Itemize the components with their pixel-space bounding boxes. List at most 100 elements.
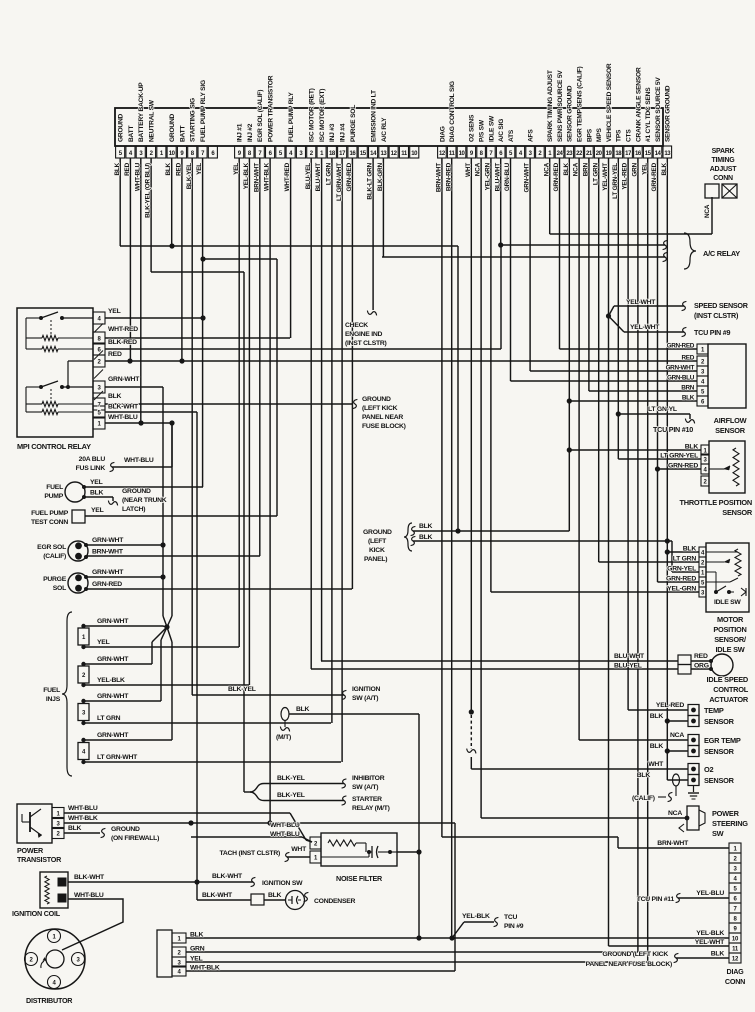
destination-label: PIN #9 bbox=[504, 923, 524, 930]
ecu-pin-signal-label: IDLE SW bbox=[488, 115, 495, 142]
ecu-pin-number: 22 bbox=[576, 151, 583, 157]
wire-color-label: RED bbox=[108, 351, 122, 358]
component-label: IDLE SW bbox=[715, 645, 744, 654]
wire-end-hook bbox=[107, 500, 119, 506]
diag-pin-number: 12 bbox=[732, 957, 739, 963]
nf-pin-number: 1 bbox=[314, 855, 318, 861]
ecu-pin-signal-label: EGR TEMP SENS (CALIF) bbox=[577, 66, 584, 142]
wire-color-label: LT GRN bbox=[326, 162, 333, 185]
junction-dot bbox=[81, 682, 86, 688]
airflow-pin-number: 4 bbox=[701, 379, 705, 385]
wire-end-hook bbox=[410, 525, 416, 537]
diag-pin-number: 6 bbox=[733, 897, 737, 903]
diagram-labels: 5 GROUND BLK 4 BATT RED 3 BATTERY BACK-U… bbox=[11, 62, 754, 1005]
wire-color-label: GRN-BLU bbox=[667, 375, 695, 382]
component-shape bbox=[295, 895, 299, 905]
wire-segment bbox=[451, 921, 465, 939]
destination-label: GROUND bbox=[111, 826, 140, 833]
isc-box bbox=[677, 663, 692, 675]
wire-color-label: LT GRN bbox=[97, 715, 121, 722]
junction-dot bbox=[691, 737, 696, 743]
component-shape bbox=[698, 809, 706, 827]
wire-color-label: GRN-RED bbox=[667, 343, 695, 350]
ecu-pin-number: 3 bbox=[299, 151, 303, 157]
ecu-pin-signal-label: ISC MOTOR (EXT) bbox=[319, 89, 326, 142]
dist-pin-number: 4 bbox=[177, 969, 181, 975]
destination-label: (NEAR TRUNK bbox=[122, 497, 167, 504]
wire-color-label: YEL-BLK bbox=[696, 930, 724, 937]
distributor-plug-number: 1 bbox=[52, 934, 56, 940]
component-label: CONN bbox=[725, 977, 745, 986]
ecu-pin-number: 6 bbox=[269, 151, 273, 157]
ecu-pin-box bbox=[515, 145, 526, 159]
solenoid-symbol bbox=[67, 572, 89, 594]
wire-color-label: BLK bbox=[650, 713, 664, 720]
wire-color-label: YEL bbox=[108, 308, 121, 315]
component-label: FUS LINK bbox=[76, 465, 106, 472]
ecu-pin-signal-label: TPS bbox=[616, 129, 623, 142]
diag-pin-number: 7 bbox=[733, 907, 737, 913]
wire-segment bbox=[93, 390, 104, 401]
ecu-pin-number: 17 bbox=[625, 151, 632, 157]
component-label: THROTTLE POSITION bbox=[679, 498, 752, 507]
wire-color-label: BRN-RED bbox=[445, 162, 452, 191]
ecu-pin-number: 9 bbox=[470, 151, 474, 157]
ecu-pin-number: 9 bbox=[180, 151, 184, 157]
wire-color-label: BLK bbox=[190, 932, 204, 939]
relay-pin-number: 6 bbox=[97, 347, 101, 353]
ecu-pin-signal-label: MPS bbox=[596, 128, 603, 142]
destination-label: TCU bbox=[504, 914, 518, 921]
wire-end-hook bbox=[675, 892, 681, 904]
ecu-pin-box bbox=[388, 145, 399, 159]
wire-segment bbox=[607, 305, 615, 317]
wire-color-label: LT GRN bbox=[592, 162, 599, 185]
ecu-pin-signal-label: PURGE SOL bbox=[350, 105, 357, 142]
component-label: MPI CONTROL RELAY bbox=[17, 442, 91, 451]
wire-color-label: YEL bbox=[91, 507, 104, 514]
wire-color-label: GRN-WHT bbox=[97, 656, 129, 663]
diagram-artwork bbox=[16, 107, 750, 990]
ecu-pin-signal-label: BPS bbox=[586, 128, 593, 142]
ecu-pin-number: 6 bbox=[211, 151, 215, 157]
wire-end-hook bbox=[284, 851, 290, 863]
component-label: STEERING bbox=[712, 819, 748, 828]
ecu-pin-signal-label: O2 SENS bbox=[469, 114, 476, 142]
wire-color-label: WHT-BLU bbox=[68, 805, 98, 812]
resistor bbox=[41, 399, 59, 409]
wire-color-label: GRN-WHT bbox=[97, 618, 129, 625]
distributor-plug bbox=[23, 951, 39, 967]
ecu-pin-number: 12 bbox=[439, 151, 446, 157]
junction-dot bbox=[81, 644, 86, 650]
junction-dot bbox=[164, 624, 170, 630]
wire-segment bbox=[40, 311, 59, 319]
component-label: CONDENSER bbox=[314, 898, 356, 905]
mps-pin-number: 3 bbox=[701, 590, 705, 596]
junction-dot bbox=[81, 623, 86, 629]
wire-color-label: BLK bbox=[108, 393, 122, 400]
wire-end-hook bbox=[681, 326, 687, 338]
destination-label: PANEL) bbox=[364, 556, 387, 563]
ecu-pin-number: 13 bbox=[380, 151, 387, 157]
wire-color-label: BLK-YEL bbox=[277, 792, 305, 799]
ecu-pin-number: 3 bbox=[139, 151, 143, 157]
wire-segment bbox=[93, 350, 104, 360]
ecu-pin-number: 21 bbox=[586, 151, 593, 157]
destination-label: (INST CLSTR) bbox=[694, 311, 739, 320]
resistor bbox=[43, 875, 51, 905]
component-shape bbox=[723, 558, 731, 564]
wire-color-label: BLU-WHT bbox=[494, 163, 501, 192]
wire-color-label: WHT-BLU bbox=[74, 892, 104, 899]
wire-color-label: LT GRN-WHT bbox=[97, 754, 138, 761]
wire-color-label: BLU-WHT bbox=[315, 163, 322, 192]
noise-filter-box bbox=[320, 832, 398, 867]
ecu-pin-signal-label: #1 CYL TDC SENS bbox=[645, 87, 652, 142]
component-label: SENSOR bbox=[722, 508, 753, 517]
component-label: TIMING bbox=[712, 157, 736, 164]
diag-pin-number: 10 bbox=[732, 937, 739, 943]
wire-color-label: BLK bbox=[68, 825, 82, 832]
brace bbox=[683, 232, 697, 270]
wire-color-label: BLU-WHT bbox=[614, 653, 645, 660]
ecu-pin-signal-label: INJ #3 bbox=[329, 123, 336, 142]
